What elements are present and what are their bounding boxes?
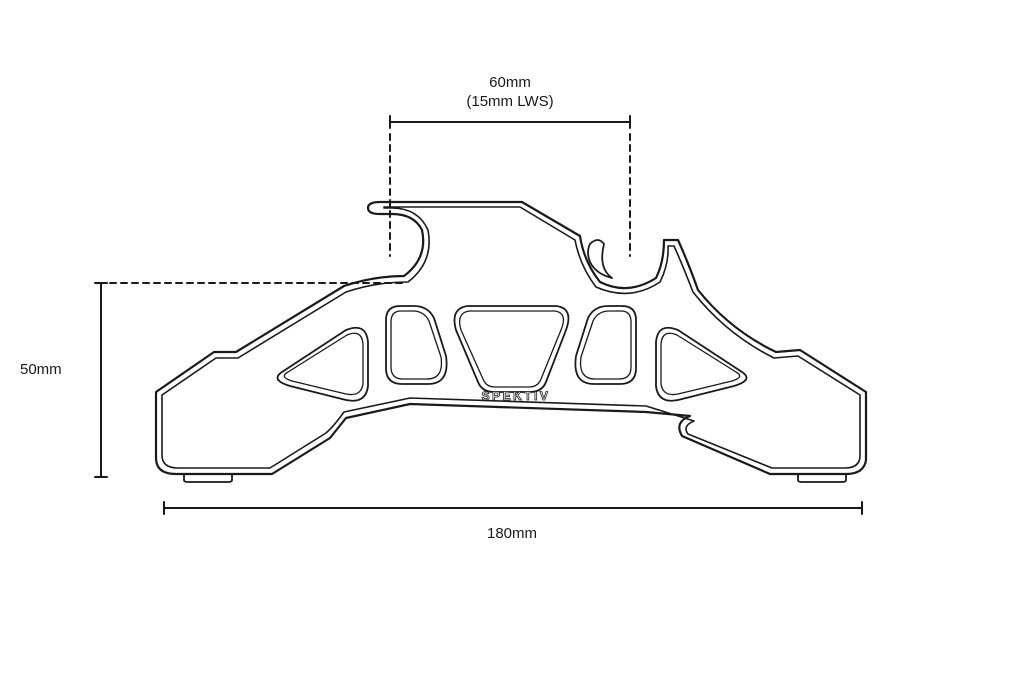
- cutout-left-mid: [385, 305, 448, 385]
- cutout-left-outer-inner: [283, 332, 364, 396]
- width-dimension-note: (15mm LWS): [466, 93, 554, 110]
- width-dimension-label: 60mm (15mm LWS): [430, 73, 590, 111]
- cutout-right-mid-inner: [579, 310, 632, 380]
- brand-logo-text: SPEKTIV: [482, 389, 551, 403]
- foot-left: [183, 473, 233, 483]
- rail-block-outline: [154, 200, 868, 476]
- cutout-center-inner: [458, 310, 565, 388]
- cutout-right-outer-inner: [660, 332, 741, 396]
- foot-right: [797, 473, 847, 483]
- width-dimension-value: 60mm: [489, 74, 531, 91]
- cutout-right-mid: [574, 305, 637, 385]
- rail-block-inner-outline: [161, 206, 861, 469]
- cutout-left-mid-inner: [390, 310, 443, 380]
- height-dimension-label: 50mm: [20, 361, 62, 378]
- rail-slot: [587, 239, 613, 279]
- cutout-left-outer: [276, 326, 369, 402]
- cutout-center: [453, 305, 570, 393]
- length-dimension-label: 180mm: [486, 525, 538, 542]
- cutout-right-outer: [655, 326, 748, 402]
